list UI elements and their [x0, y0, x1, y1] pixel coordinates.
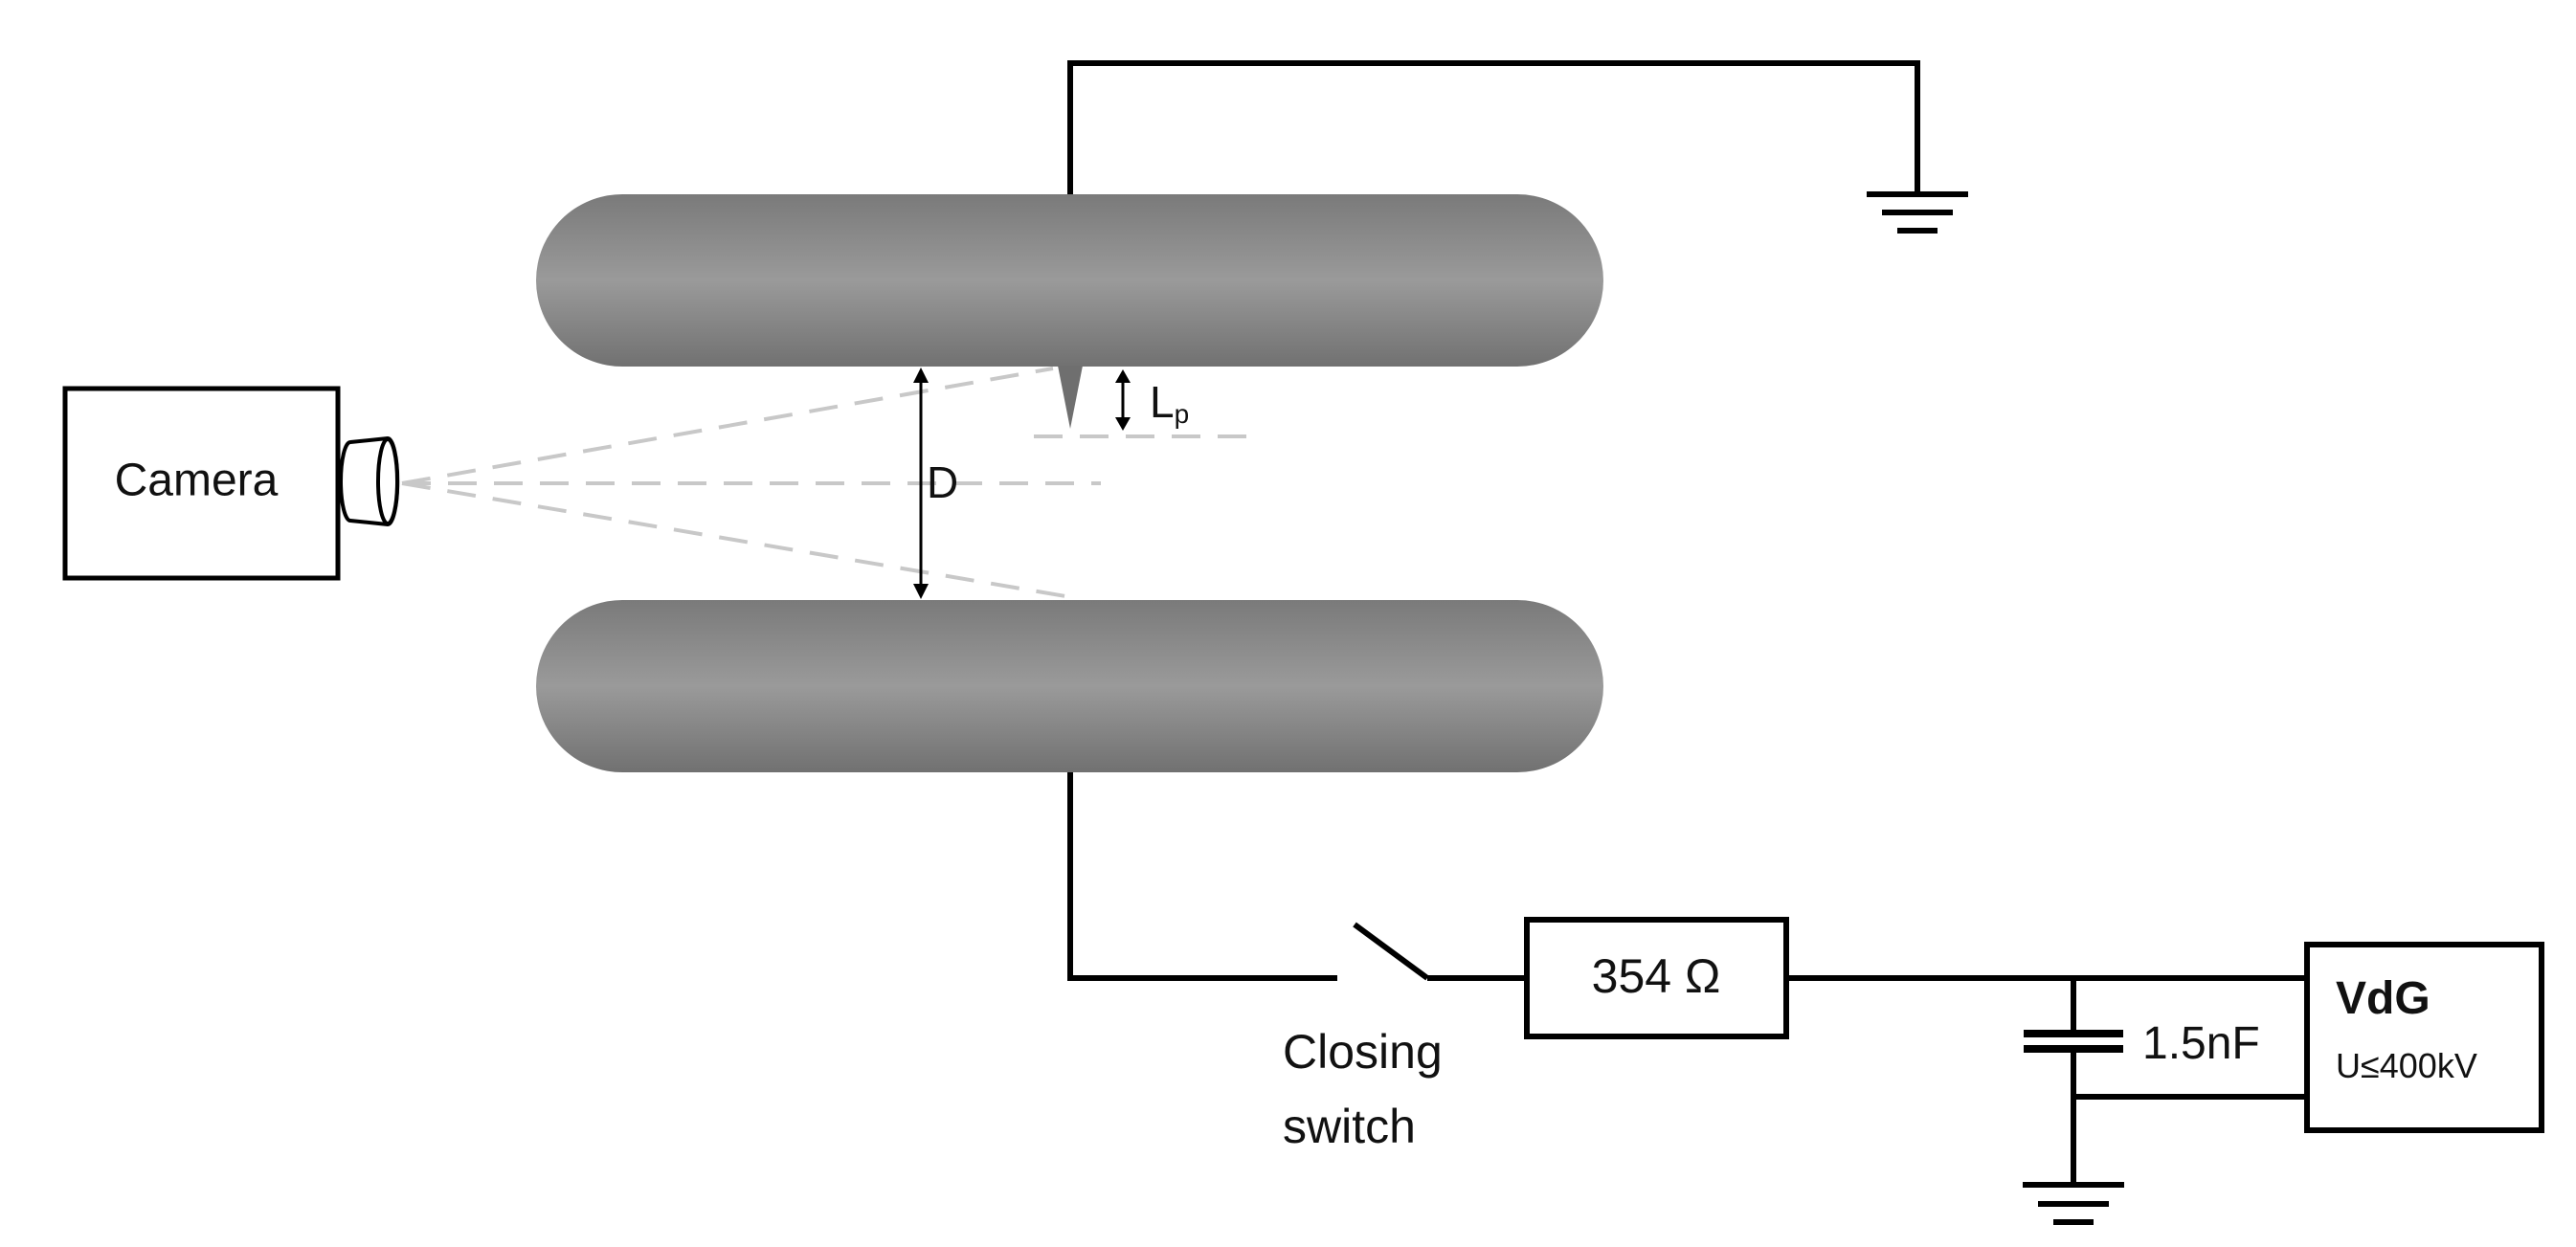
camera: Camera	[62, 386, 400, 581]
camera-label: Camera	[115, 456, 279, 506]
vdg-name: VdG	[2336, 973, 2430, 1024]
protrusion-length-arrow	[1115, 369, 1131, 431]
top-electrode	[536, 194, 1603, 367]
switch-label-line2: switch	[1283, 1100, 1416, 1153]
vdg-generator	[2304, 942, 2544, 1133]
ground-symbol-bottom	[2023, 1182, 2124, 1225]
camera-lens-front	[376, 437, 399, 525]
vdg-rating: U≤400kV	[2336, 1046, 2477, 1085]
protrusion-tip	[1058, 366, 1083, 429]
protrusion-length-label: Lp	[1150, 377, 1189, 429]
switch-label-line1: Closing	[1283, 1025, 1443, 1079]
closing-switch	[1353, 922, 1429, 981]
resistor	[1524, 917, 1789, 1039]
gap-distance-label: D	[927, 457, 958, 507]
circuit-wires	[1067, 772, 2307, 1185]
bottom-electrode	[536, 600, 1603, 772]
ground-symbol-top	[1867, 191, 1968, 234]
camera-body	[62, 386, 341, 581]
camera-sight-lines	[401, 367, 1101, 600]
gap-distance-arrow	[913, 367, 929, 599]
resistor-label: 354 Ω	[1592, 949, 1721, 1003]
top-ground-wire	[1067, 60, 1920, 194]
capacitor-label: 1.5nF	[2142, 1018, 2260, 1069]
capacitor	[2024, 1030, 2123, 1053]
